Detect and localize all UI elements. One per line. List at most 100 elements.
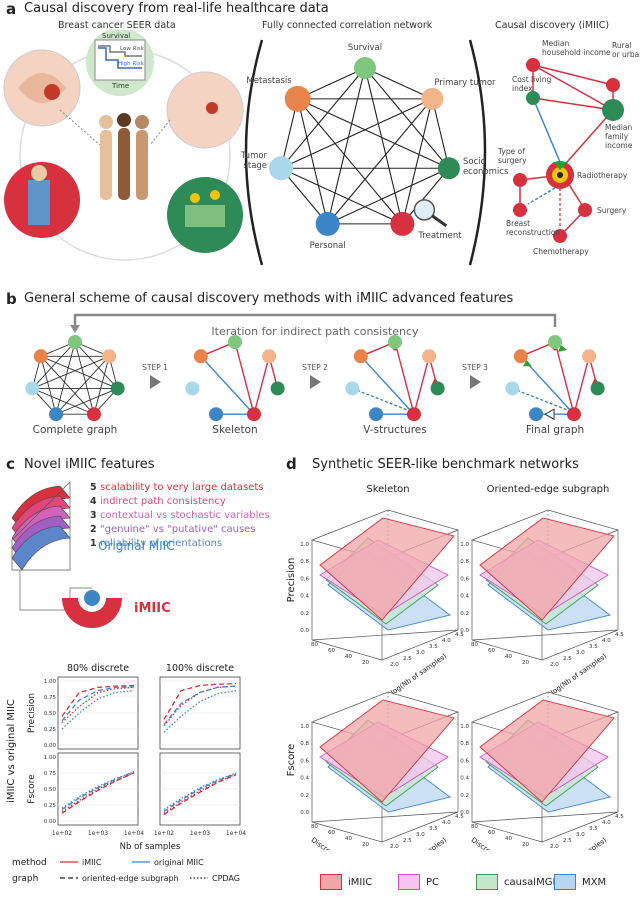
log-tick-label: 2.0 bbox=[550, 844, 559, 850]
y-tick-label: 0.50 bbox=[44, 711, 57, 717]
y-tick-label: 0.25 bbox=[44, 803, 57, 809]
skeleton-edge bbox=[234, 341, 255, 415]
legend-swatch bbox=[320, 874, 342, 890]
network-node bbox=[390, 211, 415, 236]
panel-a-title: Causal discovery from real-life healthca… bbox=[24, 1, 329, 16]
network-node-label: Primary tumor bbox=[434, 78, 496, 88]
step-label: STEP 3 bbox=[462, 363, 488, 372]
km-y-label: Survival bbox=[102, 32, 130, 40]
network-edge bbox=[280, 98, 433, 169]
z-tick-label: 1.0 bbox=[300, 724, 309, 730]
z-tick-label: 0.8 bbox=[460, 741, 469, 747]
discrete-tick-label: 40 bbox=[345, 654, 352, 660]
log-tick-label: 3.0 bbox=[576, 832, 585, 838]
legend-title: method bbox=[12, 858, 47, 868]
magnifier-handle bbox=[431, 214, 448, 228]
discrete-tick-label: 40 bbox=[505, 836, 512, 842]
graph-node bbox=[566, 407, 581, 422]
feature-number: 4 bbox=[90, 496, 97, 507]
network-node bbox=[354, 57, 376, 79]
cube-bottom bbox=[471, 811, 619, 843]
discrete-tick-label: 40 bbox=[505, 654, 512, 660]
feature-text: reliability of orientations bbox=[100, 538, 222, 549]
discrete-tick-label: 80 bbox=[471, 642, 478, 648]
series-line bbox=[61, 772, 135, 812]
log-tick-label: 3.5 bbox=[429, 644, 438, 650]
legend-swatch bbox=[398, 874, 420, 890]
series-line bbox=[163, 774, 237, 816]
z-tick-label: 0.2 bbox=[460, 611, 469, 617]
z-tick-label: 0.0 bbox=[300, 810, 309, 816]
cube-bottom bbox=[311, 811, 459, 843]
log-tick-label: 2.5 bbox=[403, 656, 412, 662]
y-tick-label: 1.00 bbox=[44, 755, 57, 761]
log-tick-label: 4.5 bbox=[455, 814, 464, 820]
z-tick-label: 0.4 bbox=[300, 776, 309, 782]
imiic-label: iMIIC bbox=[134, 601, 171, 616]
feature-text: "genuine" vs "putative" causes bbox=[100, 524, 256, 535]
log-tick-label: 4.0 bbox=[602, 638, 611, 644]
graph-node bbox=[185, 381, 200, 396]
surface-iMIIC bbox=[479, 699, 615, 803]
y-tick-label: 0.50 bbox=[44, 787, 57, 793]
legend-label: PC bbox=[426, 876, 440, 888]
discrete-tick-label: 60 bbox=[328, 648, 335, 654]
series-line bbox=[163, 685, 237, 725]
legend-item: iMIIC bbox=[320, 874, 372, 890]
z-tick-label: 0.6 bbox=[300, 758, 309, 764]
skeleton-edge bbox=[394, 341, 415, 415]
log-tick-label: 4.5 bbox=[615, 814, 624, 820]
legend-swatch bbox=[476, 874, 498, 890]
z-tick-label: 0.8 bbox=[460, 559, 469, 565]
causal-node-label: Surgery bbox=[597, 206, 627, 215]
arrowhead bbox=[522, 360, 532, 367]
x-axis-label: Discrete nodes (%) bbox=[310, 836, 369, 850]
complete-edge bbox=[32, 355, 110, 389]
network-edge bbox=[327, 67, 366, 225]
panel-a-sub3: Causal discovery (iMIIC) bbox=[495, 20, 610, 31]
log-tick-label: 3.0 bbox=[416, 832, 425, 838]
x-tick-label: 1e+03 bbox=[190, 830, 210, 837]
graph-caption: Final graph bbox=[526, 424, 584, 436]
graph-node bbox=[246, 407, 261, 422]
step-arrow bbox=[150, 375, 161, 389]
feature-number: 2 bbox=[90, 524, 97, 535]
legend-label: iMIIC bbox=[348, 876, 373, 888]
graph-node bbox=[86, 407, 101, 422]
y-tick-label: 0.75 bbox=[44, 695, 57, 701]
complete-edge bbox=[74, 341, 95, 415]
series-line bbox=[163, 772, 237, 811]
legend-label: causalMGM bbox=[504, 876, 562, 888]
skeleton-edge bbox=[413, 356, 430, 415]
row-title: Precision bbox=[286, 558, 297, 603]
graph-caption: Complete graph bbox=[33, 424, 118, 436]
seer-illustration: Survival Low Risk High Risk Time bbox=[3, 30, 244, 261]
x-tick-label: 1e+03 bbox=[88, 830, 108, 837]
discrete-tick-label: 60 bbox=[328, 830, 335, 836]
skeleton-edge bbox=[360, 355, 415, 415]
facet-label: 80% discrete bbox=[67, 663, 129, 674]
y-tick-label: 0.25 bbox=[44, 727, 57, 733]
magnifier-icon bbox=[413, 199, 436, 221]
log-tick-label: 3.5 bbox=[589, 644, 598, 650]
discrete-tick-label: 40 bbox=[345, 836, 352, 842]
graph-node bbox=[369, 407, 384, 422]
graph-node bbox=[193, 349, 208, 364]
facet-label: 100% discrete bbox=[166, 663, 234, 674]
graph-node bbox=[406, 407, 421, 422]
y-tick-label: 0.75 bbox=[44, 771, 57, 777]
legend-swatch bbox=[554, 874, 576, 890]
z-tick-label: 0.8 bbox=[300, 741, 309, 747]
log-tick-label: 3.5 bbox=[429, 826, 438, 832]
complete-edge bbox=[55, 356, 110, 415]
series-line bbox=[61, 771, 135, 809]
x-axis-label: Nb of samples bbox=[120, 842, 181, 852]
step-arrow bbox=[310, 375, 321, 389]
discrete-tick-label: 20 bbox=[362, 842, 369, 848]
complete-edge bbox=[93, 356, 110, 415]
x-tick-label: 1e+02 bbox=[154, 830, 174, 837]
arrowhead bbox=[558, 345, 567, 352]
graph-node bbox=[110, 381, 125, 396]
